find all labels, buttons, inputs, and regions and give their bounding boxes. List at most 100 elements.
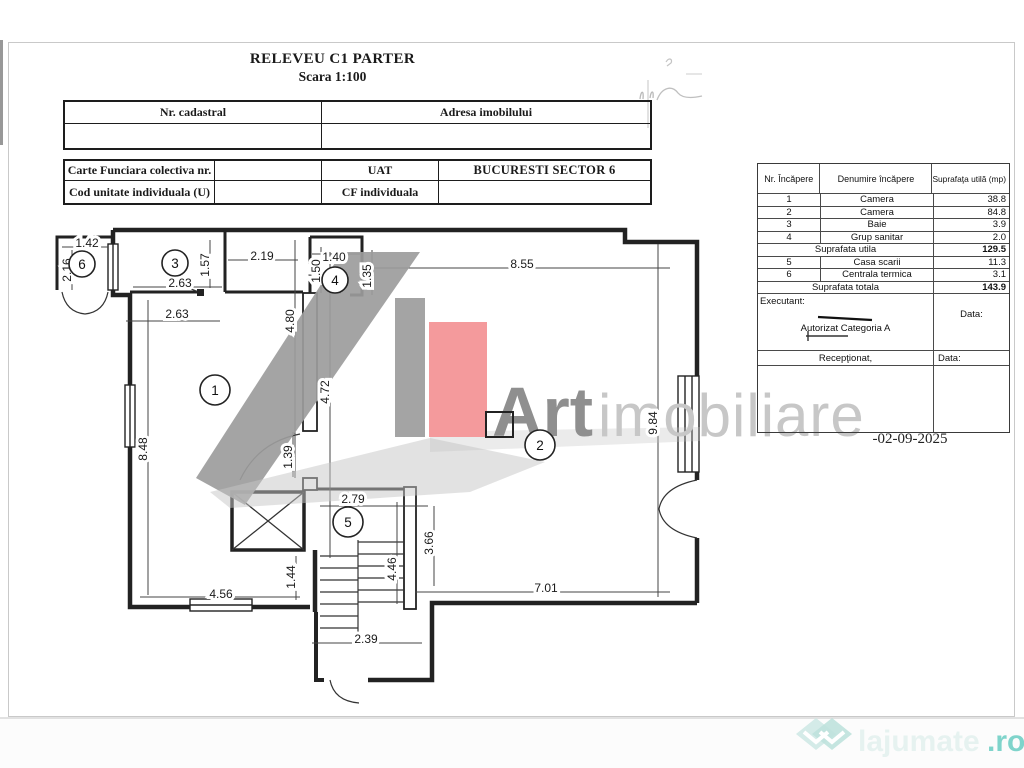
cf-individuala-value bbox=[439, 181, 650, 203]
dim-label: 1.40 bbox=[322, 250, 346, 264]
subtotal-label: Suprafata utila bbox=[814, 244, 877, 256]
total-row: Suprafata totala 143.9 bbox=[758, 280, 1009, 293]
bottom-band bbox=[0, 717, 1024, 768]
receptionat-label: Recepţionat, bbox=[818, 352, 873, 364]
dim-label: 4.80 bbox=[283, 309, 297, 333]
door-stop-square bbox=[197, 289, 204, 296]
room-schedule-table: Nr. Încăpere Denumire încăpere Suprafaţa… bbox=[757, 163, 1010, 433]
dim-label: 2.79 bbox=[341, 492, 365, 506]
dim-label: 4.72 bbox=[318, 380, 332, 404]
dim-label: 1.44 bbox=[284, 565, 298, 589]
executant-date-label: Data: bbox=[933, 294, 1009, 350]
cf-colectiva-label: Carte Funciara colectiva nr. bbox=[65, 161, 215, 181]
room-nr: 2 bbox=[786, 206, 792, 218]
col-header-room-name: Denumire încăpere bbox=[819, 164, 931, 193]
signature-empty-row bbox=[758, 365, 1009, 432]
annex-room6-walls bbox=[55, 235, 113, 290]
room-nr: 3 bbox=[786, 219, 792, 231]
table-row: 5 Casa scarii 11.3 bbox=[758, 255, 1009, 268]
dim-label: 1.42 bbox=[75, 236, 99, 250]
portal-watermark: lajumate .ro bbox=[796, 718, 1024, 758]
dim-label: 2.19 bbox=[250, 249, 274, 263]
address-value bbox=[322, 124, 650, 148]
cadastral-number-value bbox=[65, 124, 322, 148]
dim-label: 8.48 bbox=[136, 437, 150, 461]
table-row: 3 Baie 3.9 bbox=[758, 218, 1009, 231]
date-stamp: -02-09-2025 bbox=[872, 431, 948, 447]
dim-label: 1.39 bbox=[281, 445, 295, 469]
column-symbol bbox=[485, 411, 514, 438]
room-number: 3 bbox=[171, 256, 179, 271]
executant-row: Executant: Autorizat Categoria A Data: bbox=[758, 293, 1009, 350]
executant-marks bbox=[806, 315, 873, 341]
signature-squiggle bbox=[639, 58, 703, 128]
receptionat-date-label: Data: bbox=[933, 351, 1009, 365]
room-area: 3.9 bbox=[933, 219, 1009, 231]
room-number-circles: 1 2 3 4 5 6 bbox=[68, 249, 556, 538]
room-area: 11.3 bbox=[933, 256, 1009, 268]
dim-label: 3.66 bbox=[422, 531, 436, 555]
cod-unitate-value bbox=[215, 181, 322, 203]
room-number: 4 bbox=[331, 273, 339, 288]
dim-label: 1.35 bbox=[360, 264, 374, 288]
dim-label: 2.63 bbox=[165, 307, 189, 321]
room3-partitions bbox=[130, 232, 303, 294]
page-border-frame bbox=[8, 42, 1015, 717]
col-header-room-no: Nr. Încăpere bbox=[764, 173, 814, 184]
col-header-area: Suprafaţa utilă (mp) bbox=[931, 164, 1009, 193]
room-nr: 4 bbox=[786, 231, 792, 243]
window-symbols bbox=[107, 243, 700, 612]
table-row: 4 Grup sanitar 2.0 bbox=[758, 230, 1009, 243]
dim-label: 1.57 bbox=[198, 253, 212, 277]
room-nr: 6 bbox=[786, 269, 792, 281]
watermark-brand-light: imobiliare bbox=[598, 382, 865, 449]
portal-name: lajumate bbox=[858, 725, 980, 758]
total-label: Suprafata totala bbox=[811, 281, 880, 293]
total-value: 143.9 bbox=[933, 281, 1009, 293]
cadastral-number-header: Nr. cadastral bbox=[65, 102, 322, 124]
room-area: 2.0 bbox=[933, 231, 1009, 243]
subtotal-row: Suprafata utila 129.5 bbox=[758, 243, 1009, 256]
table-row: 6 Centrala termica 3.1 bbox=[758, 268, 1009, 281]
dim-label: 9.84 bbox=[646, 411, 660, 435]
room-area: 38.8 bbox=[933, 194, 1009, 206]
cod-unitate-label: Cod unitate individuala (U) bbox=[65, 181, 215, 203]
room-area: 3.1 bbox=[933, 269, 1009, 281]
room-name: Baie bbox=[820, 219, 933, 231]
room-area: 84.8 bbox=[933, 206, 1009, 218]
dim-label: 4.56 bbox=[209, 587, 233, 601]
room-name: Grup sanitar bbox=[820, 231, 933, 243]
dim-label: 7.01 bbox=[534, 581, 558, 595]
room-name: Camera bbox=[820, 194, 933, 206]
room-number: 1 bbox=[211, 383, 219, 398]
watermark-red-block bbox=[429, 322, 487, 437]
room-number: 5 bbox=[344, 515, 352, 530]
dim-label: 4.46 bbox=[385, 557, 399, 581]
drawing-title: RELEVEU C1 PARTER bbox=[249, 51, 416, 67]
scan-edge-artifact bbox=[0, 40, 3, 145]
agency-watermark: Art imobiliare bbox=[196, 252, 865, 508]
room-name: Casa scarii bbox=[820, 256, 933, 268]
cf-individuala-label: CF individuala bbox=[322, 181, 439, 203]
table-row: 1 Camera 38.8 bbox=[758, 193, 1009, 206]
dim-label: 2.39 bbox=[354, 632, 378, 646]
portal-tld: .ro bbox=[987, 725, 1024, 758]
room-name: Centrala termica bbox=[820, 269, 933, 281]
uat-value: BUCURESTI SECTOR 6 bbox=[439, 161, 650, 181]
drawing-scale: Scara 1:100 bbox=[298, 68, 367, 84]
address-header: Adresa imobilului bbox=[322, 102, 650, 124]
room-name: Camera bbox=[820, 206, 933, 218]
executant-label: Executant: bbox=[760, 296, 805, 307]
executant-certification: Autorizat Categoria A bbox=[800, 323, 891, 334]
room-number: 6 bbox=[78, 257, 86, 272]
room-nr: 1 bbox=[786, 194, 792, 206]
dim-label: 2.63 bbox=[168, 276, 192, 290]
room-nr: 5 bbox=[786, 256, 792, 268]
cf-colectiva-value bbox=[215, 161, 322, 181]
stairs bbox=[320, 540, 404, 632]
subtotal-value: 129.5 bbox=[933, 244, 1009, 256]
land-registry-table: Carte Funciara colectiva nr. UAT BUCURES… bbox=[63, 159, 652, 205]
receptionat-row: Recepţionat, Data: bbox=[758, 350, 1009, 365]
